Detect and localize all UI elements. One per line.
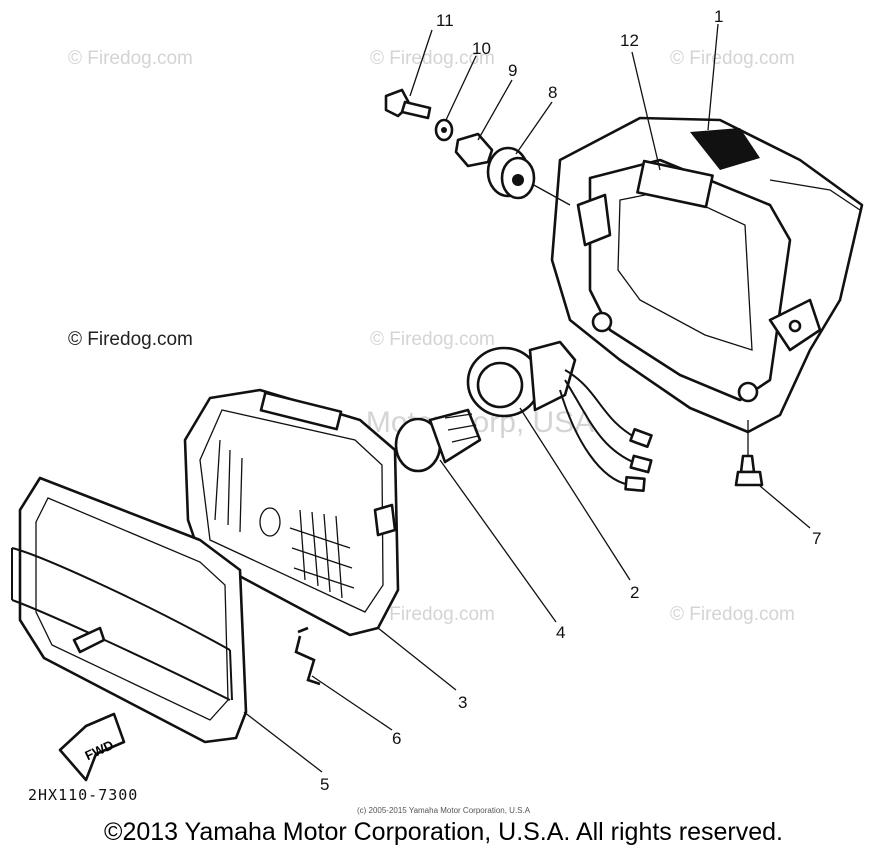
callout-5: 5 bbox=[320, 775, 329, 794]
watermark: © Firedog.com bbox=[370, 604, 495, 625]
watermark: © Firedog.com bbox=[370, 48, 495, 69]
callout-9: 9 bbox=[508, 61, 517, 80]
callout-6: 6 bbox=[392, 729, 401, 748]
callout-2: 2 bbox=[630, 583, 639, 602]
callout-3: 3 bbox=[458, 693, 467, 712]
callout-1: 1 bbox=[714, 7, 723, 26]
part-grommet-8 bbox=[486, 146, 536, 200]
callout-8: 8 bbox=[548, 83, 557, 102]
part-washer-hole bbox=[441, 127, 447, 133]
watermark: © Firedog.com bbox=[670, 48, 795, 69]
fwd-arrow-icon: FWD bbox=[58, 712, 126, 782]
callout-11: 11 bbox=[436, 11, 454, 30]
part-screw-7 bbox=[734, 454, 764, 487]
copyright-notice: ©2013 Yamaha Motor Corporation, U.S.A. A… bbox=[104, 818, 783, 846]
callout-10: 10 bbox=[472, 39, 491, 58]
watermark: © Firedog.com bbox=[370, 329, 495, 350]
small-copyright: (c) 2005-2015 Yamaha Motor Corporation, … bbox=[356, 806, 531, 815]
part-screw-11 bbox=[384, 88, 432, 120]
watermark: © Firedog.com bbox=[670, 604, 795, 625]
part-socket-2 bbox=[466, 340, 653, 493]
callout-4: 4 bbox=[556, 623, 565, 642]
part-bulb-4 bbox=[394, 408, 482, 473]
part-collar-9 bbox=[454, 132, 494, 168]
part-code: 2HX110-7300 bbox=[28, 786, 139, 804]
leader-lines bbox=[243, 23, 811, 773]
watermark: © Firedog.com bbox=[68, 329, 193, 350]
callout-12: 12 bbox=[620, 31, 639, 50]
watermark: © Firedog.com bbox=[68, 48, 193, 69]
callout-7: 7 bbox=[812, 529, 821, 548]
part-clip-6 bbox=[294, 626, 321, 686]
part-guard-5 bbox=[11, 476, 248, 744]
part-housing bbox=[550, 116, 864, 434]
